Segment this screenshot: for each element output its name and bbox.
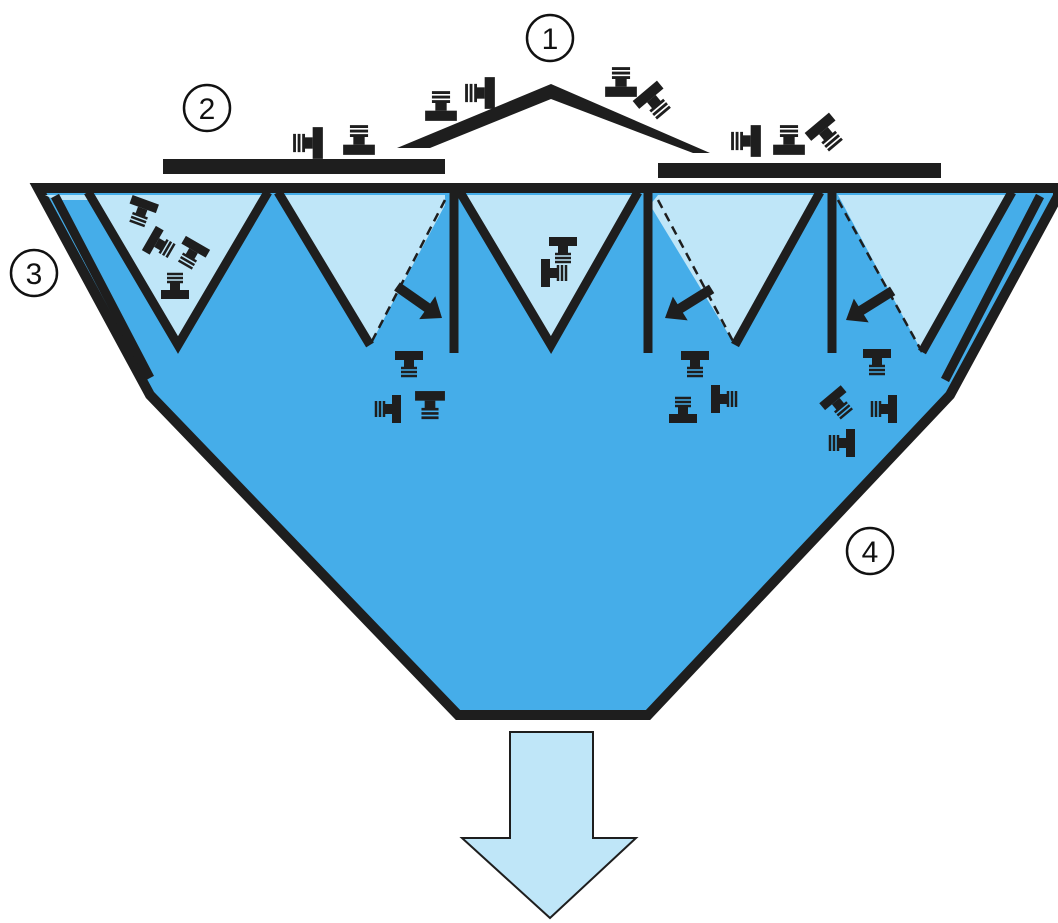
pocket-2 — [278, 195, 445, 345]
flow-arrows — [394, 282, 896, 323]
pocket-1 — [95, 195, 268, 345]
pocket-fills — [45, 195, 1010, 352]
pocket-3-outline — [456, 189, 642, 354]
pocket-5 — [838, 195, 1010, 352]
reject-path-1 — [368, 199, 447, 346]
callout-2-label: 2 — [199, 93, 216, 126]
t-bolt-icon — [465, 76, 496, 110]
arrow-icon — [665, 284, 715, 321]
bowl-body — [29, 183, 1058, 720]
callout-4: 4 — [845, 526, 895, 576]
reject-paths — [368, 199, 924, 353]
reject-path-2 — [656, 199, 737, 346]
t-bolt-icon — [342, 125, 376, 156]
t-bolt-icon — [803, 111, 849, 157]
pocket-outlines — [51, 189, 1044, 383]
callout-2: 2 — [182, 83, 232, 133]
callout-1: 1 — [525, 13, 575, 63]
t-bolt-icon — [772, 125, 806, 156]
down-arrow-icon — [459, 731, 639, 920]
pocket-4-outline — [731, 189, 824, 348]
t-bolt-icon — [631, 79, 677, 125]
t-bolt-icon — [604, 67, 638, 98]
t-bolt-icon — [424, 91, 458, 122]
pocket-2-outline — [274, 189, 374, 348]
callout-4-label: 4 — [862, 536, 879, 569]
plate-right — [658, 163, 941, 178]
callout-3-label: 3 — [26, 258, 43, 291]
left-inner-wall — [51, 193, 154, 381]
plate-left — [163, 159, 445, 174]
t-bolt-icon — [731, 124, 762, 158]
top-plates — [163, 84, 941, 178]
arrow-icon — [846, 286, 896, 323]
peak-plate — [397, 84, 710, 153]
arrow-icon — [394, 282, 442, 320]
pocket-1-outline — [84, 189, 272, 354]
pocket-4 — [650, 195, 820, 345]
callout-3: 3 — [9, 248, 59, 298]
callout-1-label: 1 — [542, 23, 559, 56]
t-bolt-icon — [293, 126, 324, 160]
pocket-5-outline — [918, 189, 1016, 355]
dividers — [449, 192, 837, 353]
right-inner-wall — [941, 193, 1044, 383]
